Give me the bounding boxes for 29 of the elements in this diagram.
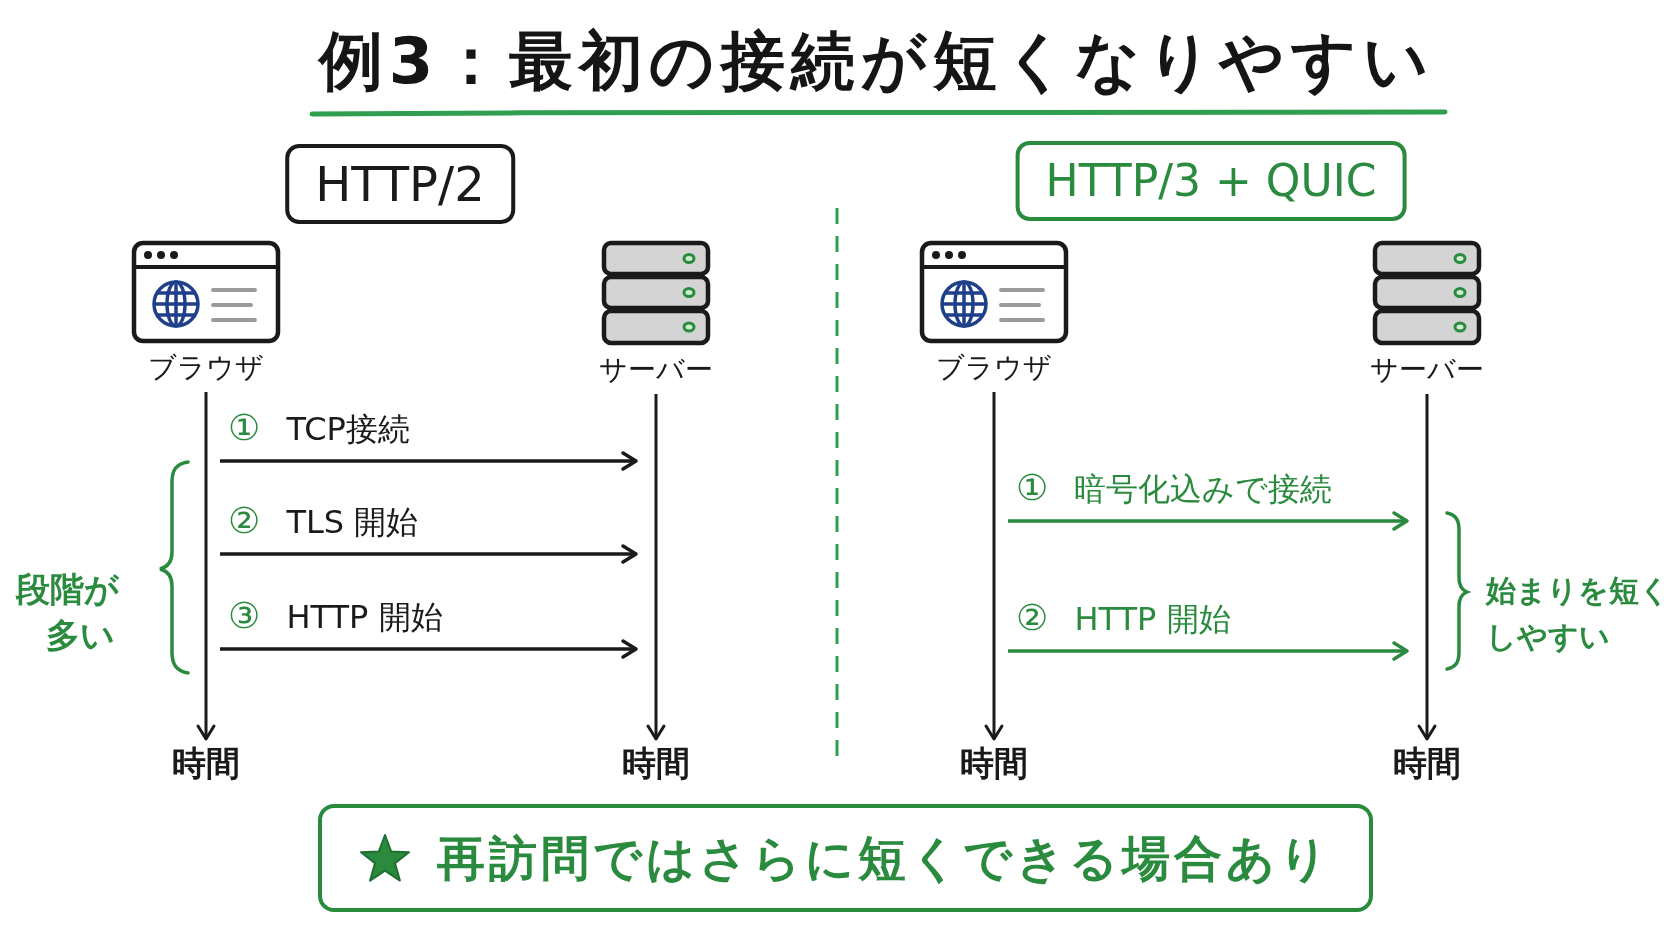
message-arrow xyxy=(220,544,638,564)
edge-label: ① TCP接続 xyxy=(228,407,410,450)
edge-label: ② HTTP 開始 xyxy=(1016,597,1231,640)
edge-label: ① 暗号化込みで接続 xyxy=(1016,467,1333,510)
message-arrow xyxy=(1008,511,1409,531)
timeline-arrow xyxy=(1417,692,1437,741)
annotation-text: 段階が多い xyxy=(16,568,120,657)
note-panel xyxy=(318,804,1373,912)
participant-label: サーバー xyxy=(599,352,713,388)
protocol-heading: HTTP/2 xyxy=(285,144,515,224)
edge-label: ③ HTTP 開始 xyxy=(228,595,443,638)
participant-label: ブラウザ xyxy=(148,350,264,386)
note-text: 再訪問ではさらに短くできる場合あり xyxy=(437,829,1332,888)
participant-label: ブラウザ xyxy=(936,350,1052,386)
time-label: 時間 xyxy=(1393,742,1461,784)
edge-label: ② TLS 開始 xyxy=(228,500,419,543)
timeline-arrow xyxy=(196,692,216,741)
message-arrow xyxy=(1008,641,1409,661)
time-label: 時間 xyxy=(172,742,240,784)
message-arrow xyxy=(220,451,638,471)
time-label: 時間 xyxy=(960,742,1028,784)
title: 例3：最初の接続が短くなりやすい xyxy=(318,23,1436,100)
timeline-arrow xyxy=(984,692,1004,741)
protocol-heading: HTTP/3 + QUIC xyxy=(1015,141,1407,221)
participant-label: サーバー xyxy=(1370,352,1484,388)
annotation-text: 始まりを短くしやすい xyxy=(1486,572,1670,656)
message-arrow xyxy=(220,639,638,659)
timeline-arrow xyxy=(646,692,666,741)
time-label: 時間 xyxy=(622,742,690,784)
